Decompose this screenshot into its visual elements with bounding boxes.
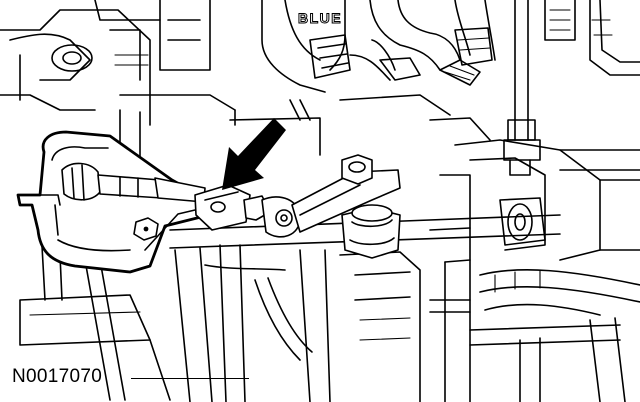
figure-reference-id: N0017070: [12, 366, 103, 387]
shift-cable-bracket: [16, 130, 213, 274]
background-lettering: BLUE: [298, 10, 342, 26]
shift-cable-end: [61, 162, 206, 241]
cable-retaining-clip: [194, 184, 301, 238]
callout-arrow-icon: [222, 118, 286, 190]
shift-lever-arm: [291, 154, 401, 233]
reference-rule-line: [131, 378, 249, 379]
selector-bushing: [341, 204, 401, 259]
